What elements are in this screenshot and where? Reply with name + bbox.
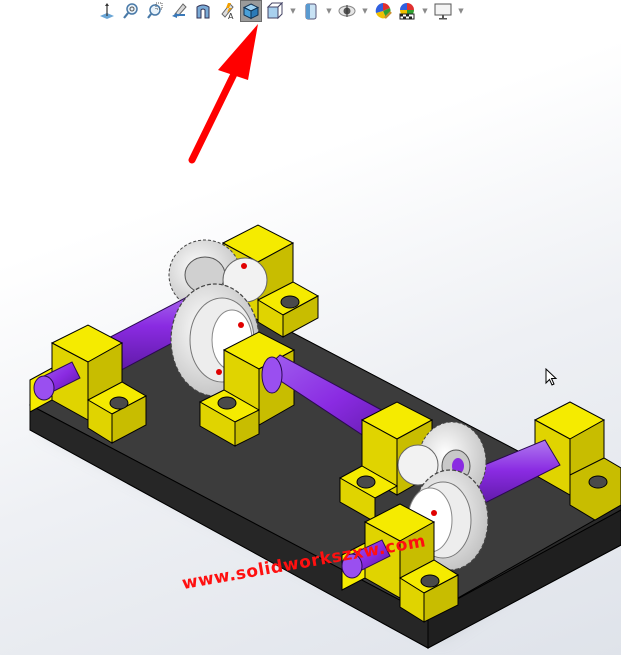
section-view-button[interactable] bbox=[192, 0, 214, 22]
coupling-hub-lower bbox=[397, 444, 439, 486]
display-style-button[interactable] bbox=[300, 0, 322, 22]
pin-icon bbox=[431, 510, 437, 516]
view-settings-button[interactable] bbox=[432, 0, 454, 22]
view-orientation-button[interactable] bbox=[96, 0, 118, 22]
eye-icon bbox=[338, 5, 356, 17]
shaft-stub-left[interactable] bbox=[33, 361, 81, 401]
bolt bbox=[280, 295, 300, 309]
zoom-to-fit-button[interactable] bbox=[120, 0, 142, 22]
bolt bbox=[109, 396, 129, 410]
apply-scene-button[interactable] bbox=[396, 0, 418, 22]
zoom-to-area-button[interactable] bbox=[144, 0, 166, 22]
isometric-cube-icon bbox=[242, 3, 260, 20]
bolt bbox=[588, 475, 608, 489]
hide-show-items-dropdown[interactable]: ▼ bbox=[362, 7, 368, 15]
pin-icon bbox=[241, 263, 247, 269]
section-view-icon bbox=[196, 4, 210, 19]
annotation-arrow bbox=[188, 24, 258, 164]
view-selector-dropdown[interactable]: ▼ bbox=[290, 7, 296, 15]
display-style-icon bbox=[305, 3, 317, 20]
monitor-icon bbox=[434, 3, 452, 20]
bolt bbox=[356, 475, 376, 489]
svg-text:A: A bbox=[228, 12, 234, 20]
pin-icon bbox=[238, 322, 244, 328]
display-style-dropdown[interactable]: ▼ bbox=[326, 7, 332, 15]
hide-show-items-button[interactable] bbox=[336, 0, 358, 22]
zoom-to-fit-icon bbox=[123, 3, 138, 19]
isometric-view-button[interactable] bbox=[240, 0, 262, 22]
pin-icon bbox=[216, 369, 222, 375]
dynamic-annotation-button[interactable]: A bbox=[216, 0, 238, 22]
shaft-stub-front[interactable] bbox=[341, 539, 391, 579]
bolt bbox=[420, 574, 440, 588]
view-selector-button[interactable] bbox=[264, 0, 286, 22]
view-orientation-icon bbox=[100, 3, 114, 19]
view-selector-icon bbox=[266, 2, 284, 20]
bearing-block-center-right[interactable] bbox=[338, 401, 434, 523]
bolt bbox=[217, 396, 237, 410]
heads-up-view-toolbar: A ▼ ▼ ▼ ▼ ▼ bbox=[96, 0, 466, 22]
view-settings-dropdown[interactable]: ▼ bbox=[458, 7, 464, 15]
apply-scene-icon bbox=[399, 3, 415, 20]
edit-appearance-icon bbox=[375, 3, 392, 19]
dynamic-annotation-icon: A bbox=[221, 3, 234, 20]
previous-view-icon bbox=[172, 3, 187, 18]
mouse-pointer-icon bbox=[545, 368, 558, 386]
zoom-to-area-icon bbox=[147, 2, 163, 19]
apply-scene-dropdown[interactable]: ▼ bbox=[422, 7, 428, 15]
previous-view-button[interactable] bbox=[168, 0, 190, 22]
edit-appearance-button[interactable] bbox=[372, 0, 394, 22]
